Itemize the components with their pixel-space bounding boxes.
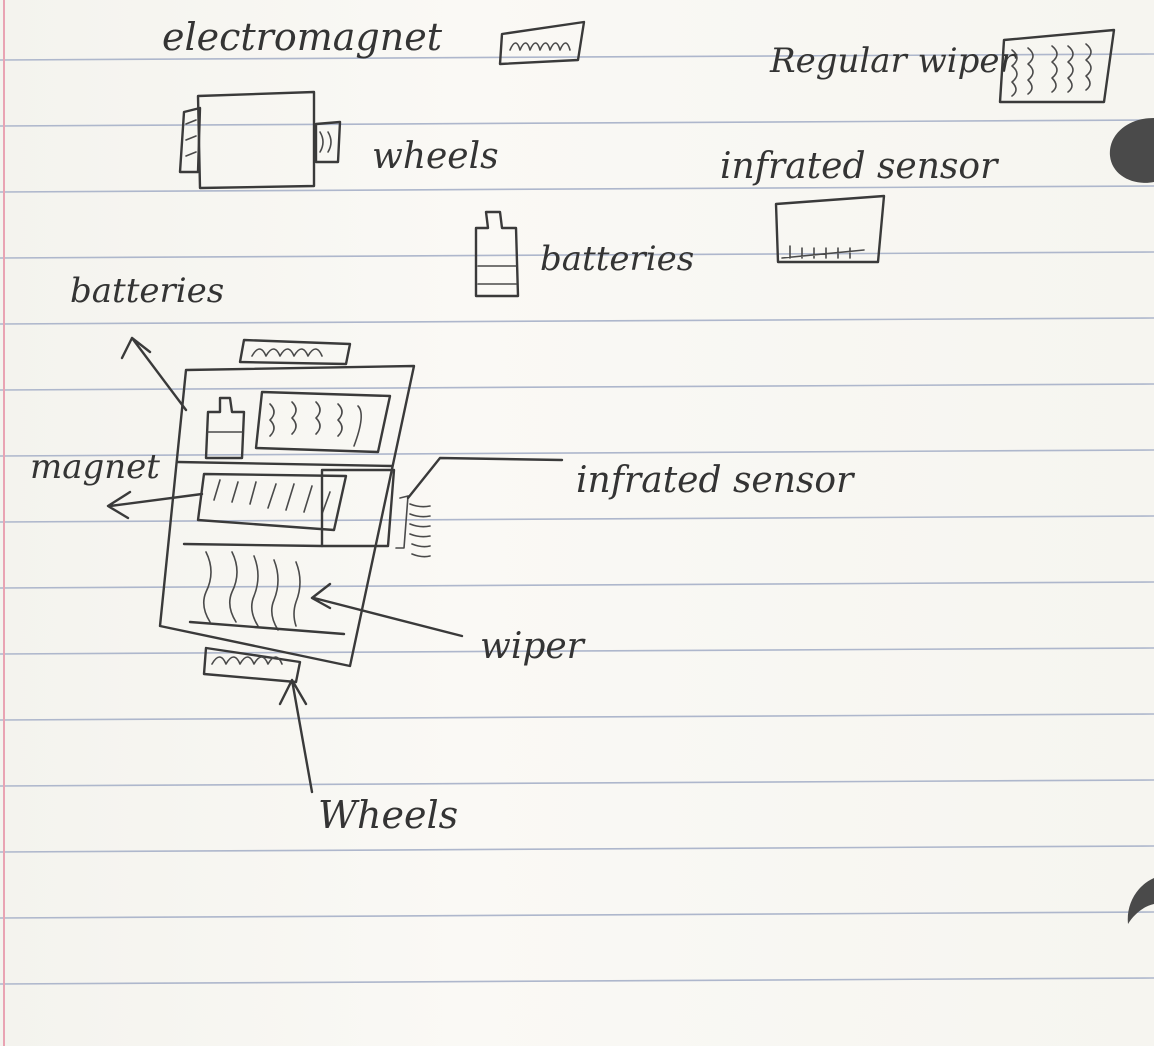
top-wheel-icon <box>240 340 350 364</box>
sensor-emitter-icon <box>396 496 430 557</box>
ruled-line <box>0 450 1154 456</box>
callout-infrared-sensor-label: infrated sensor <box>576 460 855 501</box>
chassis-with-wheels-icon <box>180 92 340 188</box>
legend-batteries: batteries <box>476 212 694 296</box>
arrow-icon <box>280 680 312 792</box>
ruled-line <box>0 978 1154 984</box>
callout-magnet-label: magnet <box>30 447 160 487</box>
internal-battery-icon <box>206 398 244 458</box>
chassis-divider <box>178 462 392 466</box>
ruled-line <box>0 384 1154 390</box>
binder-hole-bottom <box>1128 878 1154 924</box>
legend-wheels-label: wheels <box>372 136 499 177</box>
legend-electromagnet-label: electromagnet <box>162 15 443 59</box>
callout-wiper-label: wiper <box>480 626 586 667</box>
ruled-line <box>0 780 1154 786</box>
ruled-line <box>0 120 1154 126</box>
robot-diagram: batteries magnet infrated sensor wiper W… <box>30 271 855 837</box>
callout-wheels: Wheels <box>280 680 458 837</box>
legend-regular-wiper-label: Regular wiper <box>769 41 1017 81</box>
infrared-sensor-icon <box>776 196 884 262</box>
legend-wheels: wheels <box>180 92 499 188</box>
legend-regular-wiper: Regular wiper <box>769 30 1114 102</box>
internal-bottom-wiper <box>184 544 344 634</box>
ruled-line <box>0 318 1154 324</box>
ruled-line <box>0 846 1154 852</box>
ruled-line <box>0 582 1154 588</box>
battery-icon <box>476 212 518 296</box>
ruled-line <box>0 714 1154 720</box>
ruled-line <box>0 912 1154 918</box>
callout-wheels-label: Wheels <box>318 793 458 837</box>
legend-infrared-sensor: infrated sensor <box>720 146 999 262</box>
ruled-line <box>0 516 1154 522</box>
arrow-icon <box>122 338 186 410</box>
legend-batteries-label: batteries <box>540 239 694 279</box>
leader-line <box>408 458 562 498</box>
callout-infrared-sensor: infrated sensor <box>408 458 855 501</box>
internal-top-wiper <box>256 392 390 452</box>
arrow-icon <box>108 492 202 518</box>
legend-infrared-sensor-label: infrated sensor <box>720 146 999 187</box>
binder-hole-top <box>1110 118 1154 183</box>
arrow-icon <box>312 584 462 636</box>
ruled-lines <box>0 54 1154 984</box>
internal-electromagnet <box>198 474 346 530</box>
wiper-icon <box>1000 30 1114 102</box>
callout-batteries-label: batteries <box>70 271 224 311</box>
